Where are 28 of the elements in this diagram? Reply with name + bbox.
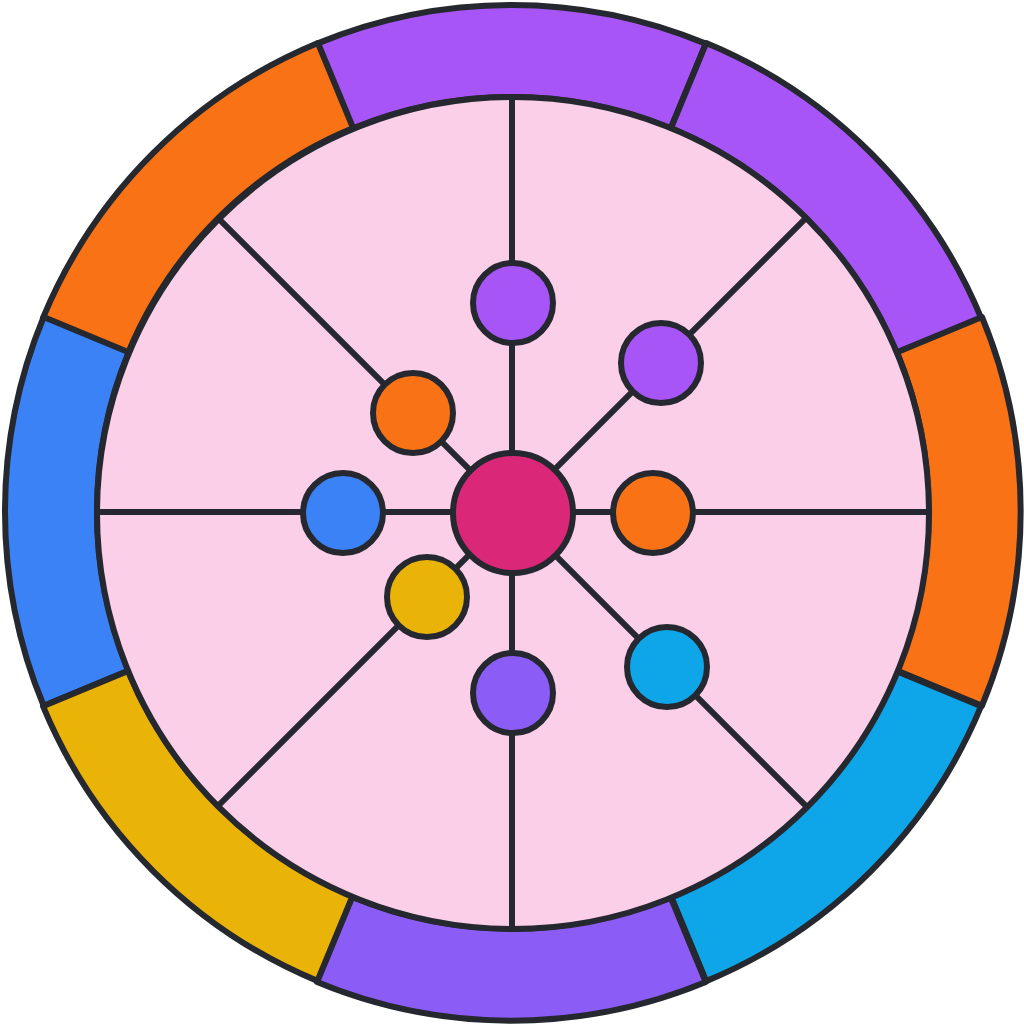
- ring-segment: [1, 314, 131, 710]
- spoke-line: [572, 509, 612, 515]
- spoke-node: [384, 553, 471, 640]
- spoke-node: [370, 370, 456, 456]
- spoke-line: [215, 623, 401, 809]
- spoke-line: [439, 439, 472, 472]
- spoke-line: [552, 552, 640, 640]
- spoke-line: [552, 389, 635, 472]
- spoke-line: [692, 509, 928, 515]
- spoke-line: [382, 509, 452, 515]
- spoke-line: [96, 509, 302, 515]
- ring-segment: [893, 314, 1023, 710]
- ring-segment: [314, 893, 710, 1023]
- spoke-line: [509, 732, 515, 928]
- spoke-node: [623, 623, 710, 710]
- spoke-line: [686, 215, 809, 338]
- spoke-node: [469, 259, 555, 345]
- spoke-line: [509, 572, 515, 652]
- spoke-node: [469, 649, 555, 735]
- hub-node: [449, 449, 575, 575]
- spoke-line: [453, 552, 472, 571]
- spoke-line: [509, 342, 515, 452]
- spoke-line: [215, 215, 387, 387]
- spoke-node: [609, 469, 695, 555]
- spoke-line: [692, 692, 809, 809]
- spoke-node: [299, 469, 385, 555]
- spoke-line: [509, 96, 515, 262]
- spoke-node: [617, 320, 704, 407]
